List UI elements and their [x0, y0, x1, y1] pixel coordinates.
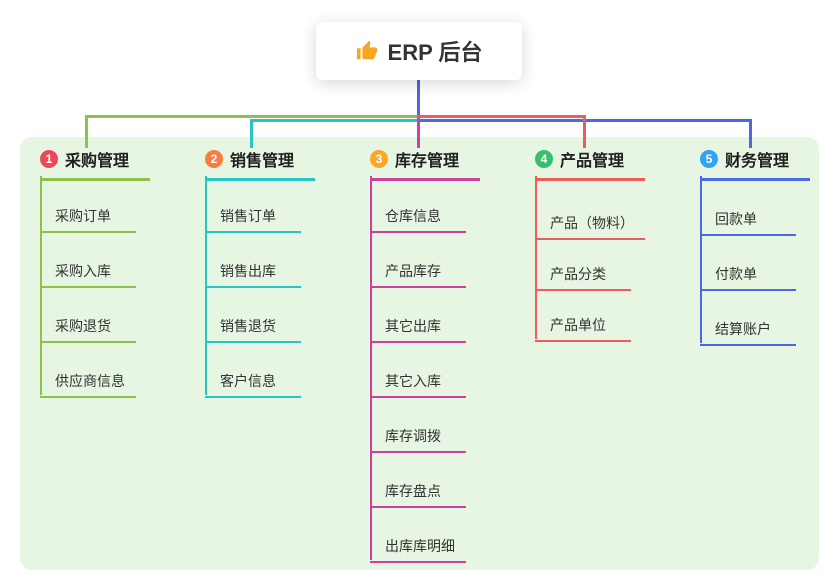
branch-label: 产品管理	[560, 153, 625, 170]
connector-rail-branch1	[85, 115, 418, 118]
branch-header[interactable]: 3 库存管理	[370, 147, 480, 181]
mindmap-node[interactable]: 库存盘点	[370, 481, 466, 508]
branch-header[interactable]: 4 产品管理	[535, 147, 645, 181]
root-node-label: ERP 后台	[387, 40, 483, 65]
branch-trunk	[535, 176, 537, 339]
connector-drop-branch3	[417, 118, 420, 148]
mindmap-node[interactable]: 供应商信息	[40, 371, 136, 398]
mindmap-node[interactable]: 销售订单	[205, 206, 301, 233]
branch-purchase: 1 采购管理 采购订单 采购入库 采购退货 供应商信息	[40, 147, 150, 398]
branch-number-badge: 3	[370, 150, 388, 168]
mindmap-node[interactable]: 采购订单	[40, 206, 136, 233]
branch-trunk	[205, 176, 207, 395]
mindmap-node[interactable]: 出库库明细	[370, 536, 466, 563]
connector-rail-branch4	[417, 115, 584, 118]
mindmap-node[interactable]: 仓库信息	[370, 206, 466, 233]
thumbs-up-icon	[356, 40, 378, 62]
branch-number-badge: 2	[205, 150, 223, 168]
mindmap-node[interactable]: 库存调拨	[370, 426, 466, 453]
connector-root-vertical	[417, 78, 420, 119]
mindmap-node[interactable]: 客户信息	[205, 371, 301, 398]
branch-inventory: 3 库存管理 仓库信息 产品库存 其它出库 其它入库 库存调拨 库存盘点 出库库…	[370, 147, 480, 563]
connector-drop-branch5	[749, 119, 752, 148]
mindmap-node[interactable]: 产品库存	[370, 261, 466, 288]
mindmap-node[interactable]: 采购入库	[40, 261, 136, 288]
mindmap-node[interactable]: 回款单	[700, 209, 796, 236]
branch-trunk	[40, 176, 42, 395]
branch-product: 4 产品管理 产品（物料） 产品分类 产品单位	[535, 147, 645, 342]
mindmap-node[interactable]: 产品分类	[535, 264, 631, 291]
mindmap-node[interactable]: 付款单	[700, 264, 796, 291]
branch-number-badge: 4	[535, 150, 553, 168]
branch-label: 财务管理	[725, 153, 790, 170]
branch-header[interactable]: 2 销售管理	[205, 147, 315, 181]
mindmap-node[interactable]: 其它入库	[370, 371, 466, 398]
connector-drop-branch4	[583, 115, 586, 148]
branch-label: 销售管理	[230, 153, 295, 170]
mindmap-node[interactable]: 产品单位	[535, 315, 631, 342]
branch-finance: 5 财务管理 回款单 付款单 结算账户	[700, 147, 810, 346]
mindmap-canvas	[20, 137, 819, 570]
branch-trunk	[370, 176, 372, 560]
branch-sales: 2 销售管理 销售订单 销售出库 销售退货 客户信息	[205, 147, 315, 398]
branch-trunk	[700, 176, 702, 343]
connector-rail-branch2	[250, 119, 419, 122]
connector-drop-branch1	[85, 115, 88, 148]
mindmap-node[interactable]: 结算账户	[700, 319, 796, 346]
branch-header[interactable]: 1 采购管理	[40, 147, 150, 181]
branch-number-badge: 5	[700, 150, 718, 168]
mindmap-node[interactable]: 产品（物料）	[535, 213, 645, 240]
mindmap-node[interactable]: 销售出库	[205, 261, 301, 288]
mindmap-node[interactable]: 其它出库	[370, 316, 466, 343]
mindmap-node[interactable]: 采购退货	[40, 316, 136, 343]
branch-label: 库存管理	[395, 153, 460, 170]
branch-label: 采购管理	[65, 153, 130, 170]
connector-drop-branch2	[250, 119, 253, 148]
mindmap-node[interactable]: 销售退货	[205, 316, 301, 343]
root-node[interactable]: ERP 后台	[316, 22, 522, 80]
branch-number-badge: 1	[40, 150, 58, 168]
branch-header[interactable]: 5 财务管理	[700, 147, 810, 181]
